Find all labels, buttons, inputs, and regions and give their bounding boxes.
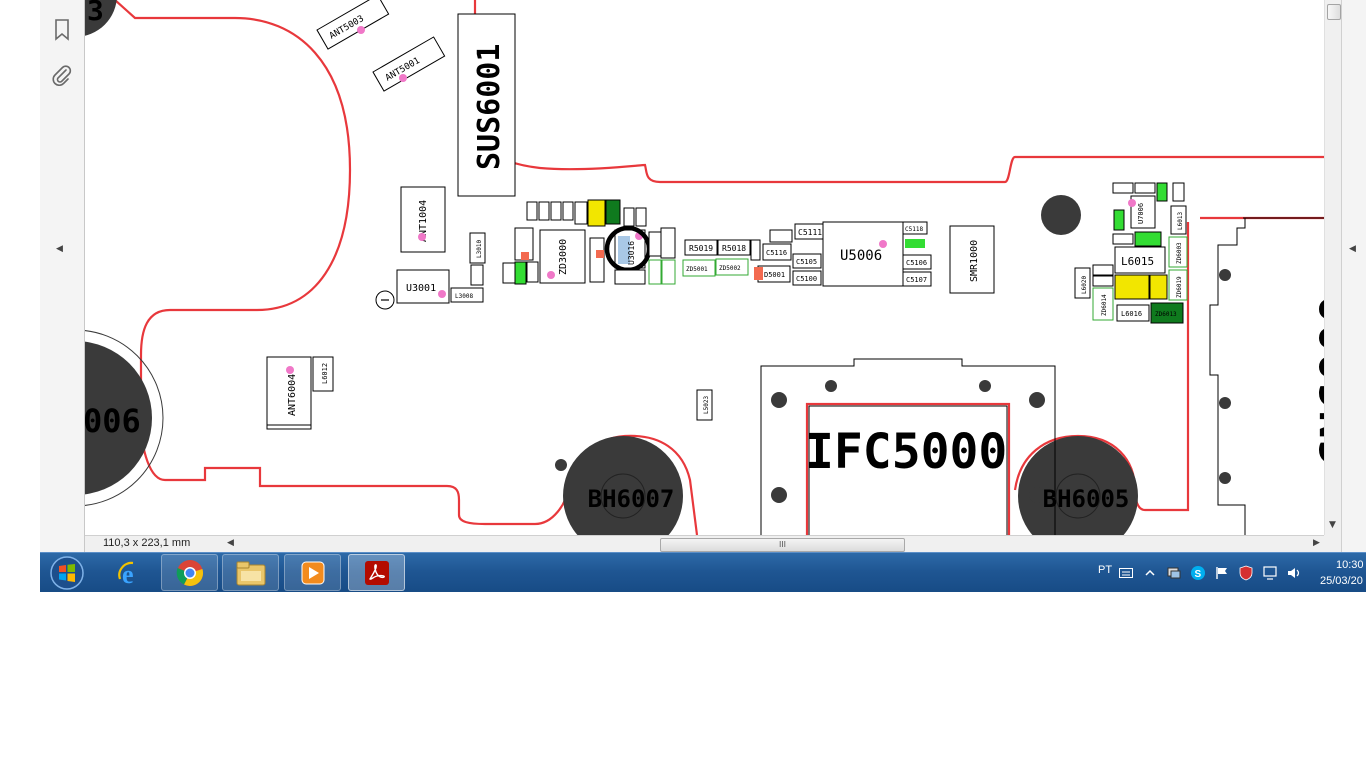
board-pad-left (85, 341, 152, 495)
network-devices-icon[interactable] (1166, 565, 1182, 581)
component-c5107: C5107 (906, 276, 927, 284)
network-monitor-icon[interactable] (1262, 565, 1278, 581)
screen: ◀ 3 006 SUS6001 (40, 0, 1366, 592)
right-pane-expand-arrow[interactable]: ◀ (1349, 244, 1356, 254)
skype-icon[interactable]: S (1190, 565, 1206, 581)
clock-time[interactable]: 10:30 (1336, 559, 1364, 571)
attachment-paperclip-icon[interactable] (48, 61, 76, 89)
pcb-layout: 3 006 SUS6001 ANT5003 ANT5001 ANT1004 U3 (85, 0, 1324, 535)
component-r5019: R5019 (689, 244, 713, 253)
component-zd5002: ZD5002 (719, 265, 741, 272)
left-pane-collapse-arrow[interactable]: ◀ (56, 244, 63, 254)
security-shield-icon[interactable] (1238, 565, 1254, 581)
component-cn6000: CN6000 (1311, 295, 1324, 468)
horizontal-scrollbar[interactable]: ◀ III ▶ (227, 538, 1320, 552)
chrome-icon[interactable] (161, 554, 218, 591)
component-ant6004: ANT6004 (287, 374, 298, 416)
volume-speaker-icon[interactable] (1286, 565, 1302, 581)
component-c5111: C5111 (798, 228, 822, 237)
component-u7006: U7006 (1137, 203, 1145, 224)
document-canvas[interactable]: 3 006 SUS6001 ANT5003 ANT5001 ANT1004 U3 (85, 0, 1324, 535)
component-c5106: C5106 (906, 259, 927, 267)
partial-label-top-left: 3 (87, 0, 104, 27)
component-ant1004: ANT1004 (418, 200, 429, 242)
media-player-icon[interactable] (284, 554, 341, 591)
component-u3016: U3016 (627, 241, 636, 265)
component-r5018: R5018 (722, 244, 746, 253)
action-center-flag-icon[interactable] (1214, 565, 1230, 581)
component-l6013: L6013 (1177, 212, 1184, 230)
scrollbar-corner (1324, 535, 1341, 552)
system-tray: PT S 10:30 (1090, 553, 1366, 592)
navigation-pane: ◀ (40, 0, 85, 552)
svg-text:S: S (1195, 569, 1202, 580)
page-size-label: 110,3 x 223,1 mm (103, 537, 191, 549)
component-zd6019: ZD6019 (1176, 276, 1183, 298)
taskbar: e (40, 552, 1366, 592)
scroll-right-arrow[interactable]: ▶ (1313, 538, 1320, 548)
component-l6012: L6012 (321, 363, 329, 384)
component-u3001: U3001 (406, 283, 436, 294)
component-l6015: L6015 (1121, 255, 1154, 268)
keyboard-icon[interactable] (1118, 565, 1134, 581)
vertical-scroll-thumb[interactable] (1327, 4, 1341, 20)
language-indicator[interactable]: PT (1098, 564, 1113, 576)
svg-text:e: e (122, 560, 134, 589)
start-orb[interactable] (48, 555, 86, 591)
partial-label-left-middle: 006 (85, 402, 141, 440)
scroll-left-arrow[interactable]: ◀ (227, 538, 234, 548)
component-c5118: C5118 (905, 226, 923, 233)
bookmark-icon[interactable] (48, 16, 76, 44)
clock-date[interactable]: 25/03/20 (1320, 575, 1363, 587)
tools-pane: ◀ (1341, 0, 1366, 552)
component-zd5001: ZD5001 (686, 266, 708, 273)
component-l3008: L3008 (455, 293, 473, 300)
scroll-down-arrow[interactable]: ▼ (1329, 520, 1336, 530)
component-ifc5000: IFC5000 (805, 424, 1007, 480)
component-u5006: U5006 (840, 248, 882, 264)
board-pad-top-left (85, 0, 117, 36)
component-sus6001: SUS6001 (472, 44, 507, 170)
component-l5023: L5023 (703, 396, 710, 414)
viewer-status-bar: 110,3 x 223,1 mm ◀ III ▶ (85, 535, 1324, 553)
component-d5001: D5001 (764, 271, 785, 279)
component-c5100: C5100 (796, 275, 817, 283)
component-c5116: C5116 (766, 249, 787, 257)
bh6005-pad (1018, 436, 1138, 535)
internet-explorer-icon[interactable]: e (101, 554, 158, 591)
acrobat-reader-icon[interactable] (348, 554, 405, 591)
file-explorer-icon[interactable] (222, 554, 279, 591)
component-bh6007: BH6007 (588, 485, 675, 513)
component-zd6013: ZD6013 (1155, 311, 1177, 318)
component-l6020: L6020 (1081, 276, 1088, 294)
component-zd6003: ZD6003 (1176, 242, 1183, 264)
board-pad-right (1041, 195, 1081, 235)
component-l6016: L6016 (1121, 310, 1142, 318)
component-bh6005: BH6005 (1043, 485, 1130, 513)
horizontal-scroll-thumb[interactable]: III (660, 538, 905, 552)
component-l3010: L3010 (476, 240, 483, 258)
component-smr1000: SMR1000 (969, 240, 980, 282)
vertical-scrollbar[interactable]: ▼ (1324, 0, 1342, 535)
show-hidden-icons-icon[interactable] (1142, 565, 1158, 581)
component-zd3000: ZD3000 (558, 239, 569, 275)
component-c5105: C5105 (796, 258, 817, 266)
bh6007-pad (563, 436, 683, 535)
component-zd6014: ZD6014 (1101, 294, 1108, 316)
